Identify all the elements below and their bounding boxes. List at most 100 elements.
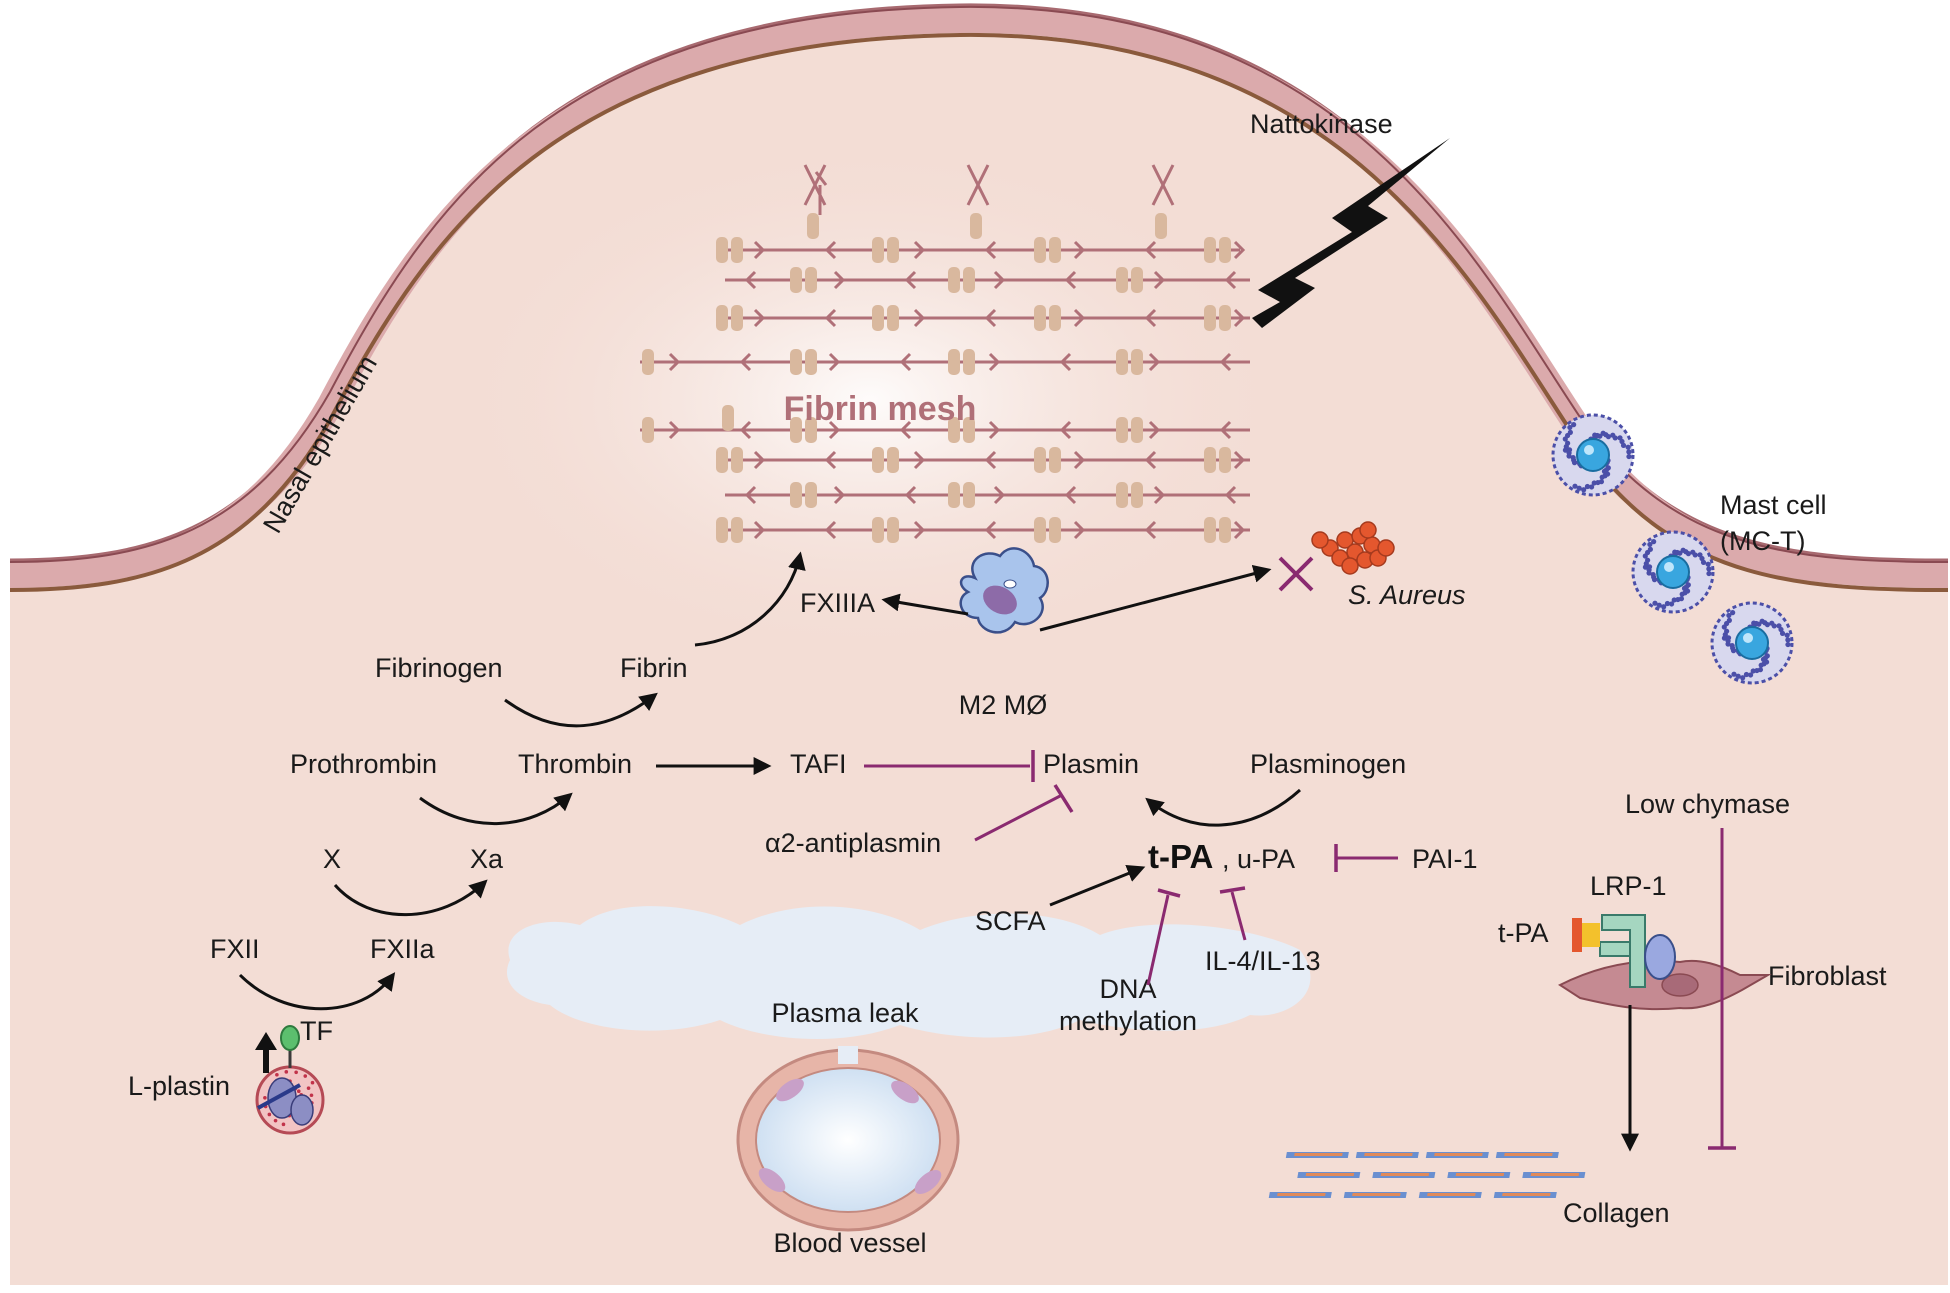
fxiia-label: FXIIa — [370, 934, 436, 964]
m2-macrophage — [959, 547, 1049, 634]
fibrin-node — [963, 267, 975, 293]
mast-cell-granule — [1760, 656, 1767, 662]
fibrin-link — [753, 308, 766, 328]
fibrin-link — [993, 485, 1006, 505]
fibrin-node — [1204, 517, 1216, 543]
pai-1-label: PAI-1 — [1412, 844, 1478, 874]
fibrin-node — [1131, 417, 1143, 443]
mast-cell-granule — [1778, 626, 1784, 633]
fibrin-link — [1153, 270, 1166, 290]
fibrin-node — [790, 417, 802, 443]
dna-methylation-inhibits-tpa-line — [1146, 894, 1170, 986]
fibrin-link — [1144, 240, 1157, 260]
mast-cell-nucleus — [1735, 626, 1769, 660]
mast-cell-granule — [1620, 442, 1627, 448]
up-arrow-icon — [255, 1032, 277, 1073]
mast-cell-granule — [1724, 628, 1730, 634]
mast-cell-granule — [1706, 566, 1712, 572]
plasminogen-to-plasmin-arrow — [1145, 788, 1302, 827]
fibrin-link — [913, 240, 926, 260]
dna-methylation-inhibits-tpa-bar — [1157, 888, 1181, 898]
fibrin-link — [988, 352, 1001, 372]
fibrin-node — [1049, 447, 1061, 473]
collagen-band — [1380, 1173, 1430, 1176]
collagen-band — [1364, 1153, 1413, 1156]
fibrin-node — [1131, 267, 1143, 293]
mast-cell-granule — [1726, 612, 1732, 619]
collagen-band — [1434, 1153, 1483, 1156]
s-aureus-cluster — [1311, 521, 1395, 575]
mast-cell-granule — [1626, 453, 1632, 460]
fibrin-node — [1219, 305, 1231, 331]
fibrin-link — [1153, 485, 1166, 505]
lrp-1-label: LRP-1 — [1590, 871, 1667, 901]
fibrin-link — [824, 520, 837, 540]
il4-il13-inhibits-tpa-line — [1230, 891, 1247, 941]
mast-cell-granule — [1581, 487, 1587, 493]
fibrin-node — [790, 349, 802, 375]
fibrin-link — [1148, 420, 1161, 440]
leukocyte-granule — [296, 1089, 301, 1094]
mast-cell-granule — [1729, 643, 1735, 649]
fibrin-node — [887, 447, 899, 473]
fibrin-link — [1233, 450, 1246, 470]
fibrin-link — [753, 240, 766, 260]
fibrin-link — [753, 450, 766, 470]
mast-cell-granule — [1700, 559, 1707, 565]
fibrin-node — [948, 349, 960, 375]
mast-cells — [1551, 413, 1794, 685]
collagen-band — [1455, 1173, 1505, 1176]
xa-label: Xa — [470, 844, 504, 874]
nattokinase-label: Nattokinase — [1250, 109, 1393, 139]
mast-cell-granule — [1756, 621, 1762, 627]
fibrin-link — [899, 352, 912, 372]
dna-methylation-label-line1: DNA — [1099, 974, 1156, 1004]
fibrin-link — [668, 420, 681, 440]
mast-cell-granule — [1591, 480, 1597, 486]
fibrin-node — [1219, 237, 1231, 263]
fibrin-node — [948, 482, 960, 508]
mast-cell-granule — [1685, 551, 1692, 557]
mast-cell-granule — [1779, 630, 1786, 636]
fibrin-node — [1204, 237, 1216, 263]
fibrin-link — [1073, 450, 1086, 470]
fibrin-node — [1155, 213, 1167, 239]
collagen-band — [1277, 1193, 1326, 1196]
fibrin-link — [1073, 520, 1086, 540]
mast-cell-granule — [1785, 637, 1791, 643]
fibrin-node — [1034, 305, 1046, 331]
fibrin-node — [1219, 517, 1231, 543]
mast-cell-granule — [1784, 632, 1790, 638]
fibrin-link — [744, 270, 757, 290]
fibrin-node — [887, 305, 899, 331]
fibrin-link — [824, 308, 837, 328]
fibrin-node — [1116, 267, 1128, 293]
fibrin-node — [970, 213, 982, 239]
fibrin-link — [1073, 308, 1086, 328]
fibrin-node — [1116, 349, 1128, 375]
mast-cell-granule — [1785, 641, 1791, 648]
tafi-inhibits-plasmin — [864, 750, 1035, 782]
fibrin-node — [642, 349, 654, 375]
leukocyte-granule — [281, 1122, 286, 1127]
leukocyte-granule — [267, 1112, 272, 1117]
fibrin-link — [1064, 270, 1077, 290]
mast-cell-granule — [1735, 673, 1741, 679]
leukocyte-granule — [306, 1086, 311, 1090]
fibrin-node — [963, 349, 975, 375]
fibrin-node — [805, 482, 817, 508]
fibrin-link — [1224, 485, 1237, 505]
mast-cell-granule — [1597, 433, 1603, 439]
fibrin-node — [805, 417, 817, 443]
fibrin-node — [1049, 237, 1061, 263]
fibrin-node — [872, 517, 884, 543]
fibrin-link — [803, 164, 827, 206]
plasmin-label: Plasmin — [1043, 749, 1139, 779]
low-chymase-label: Low chymase — [1625, 789, 1790, 819]
mast-cell-granule — [1740, 675, 1746, 681]
macrophage-to-fxiiia-arrow — [881, 593, 969, 616]
mast-cell-granule — [1567, 424, 1573, 431]
fibrin-link — [984, 450, 997, 470]
